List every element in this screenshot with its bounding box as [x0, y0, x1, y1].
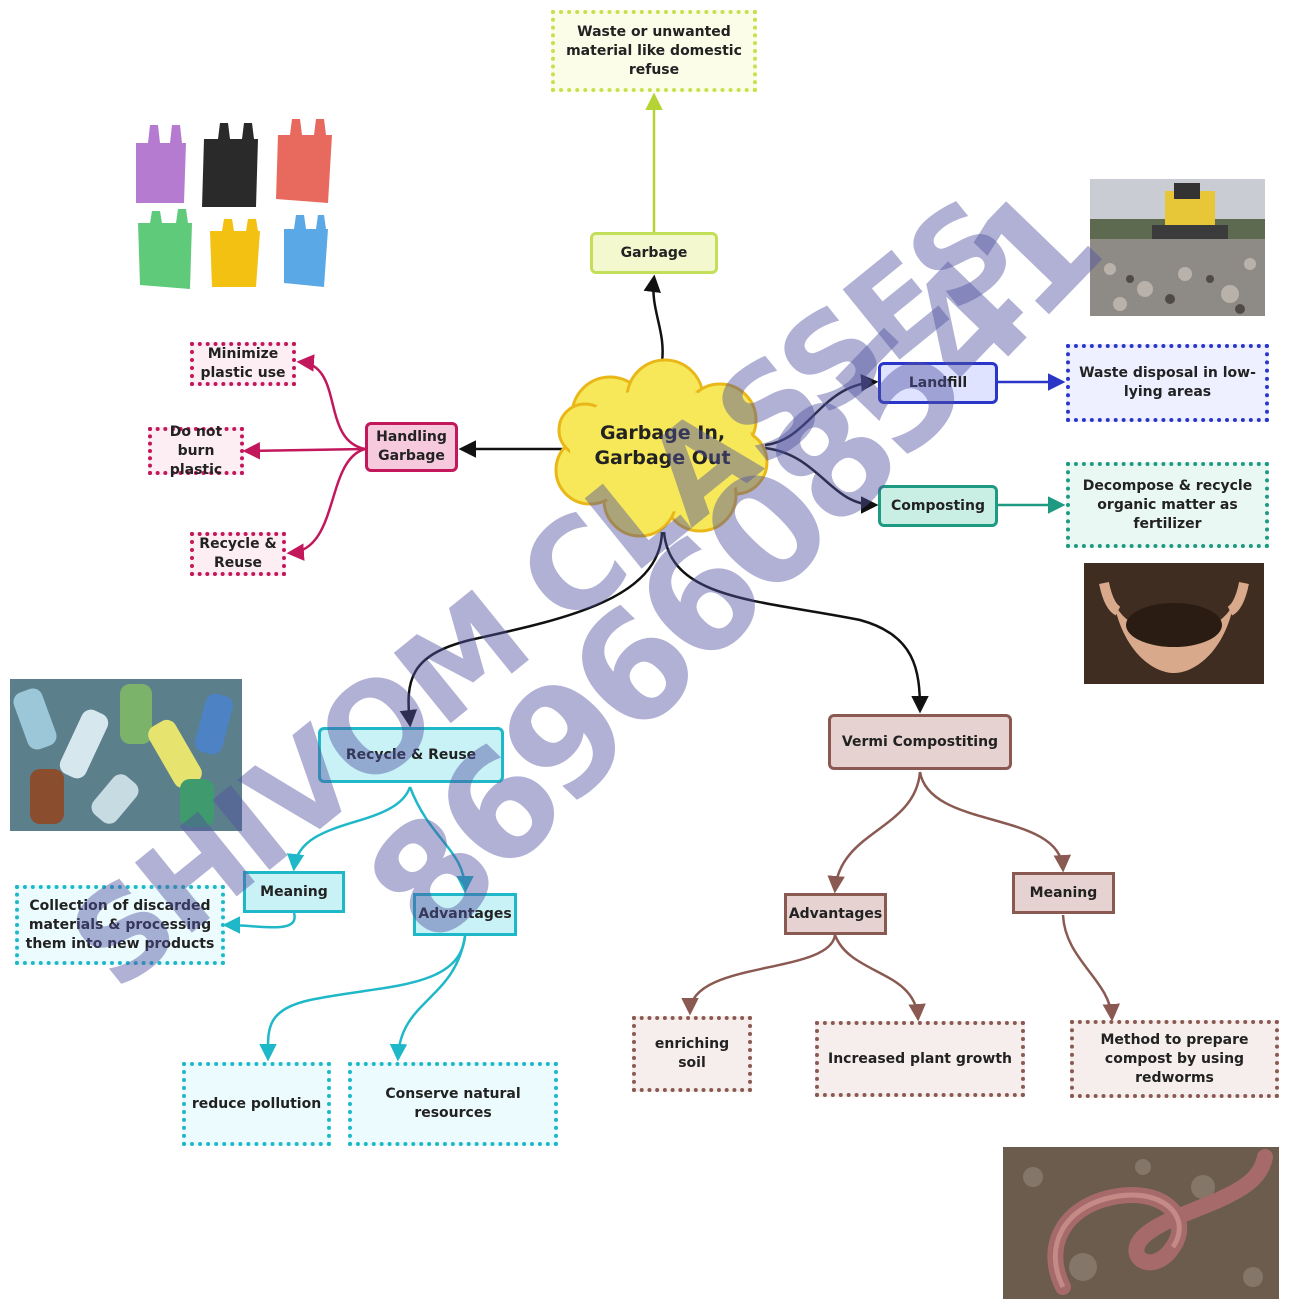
composting-node: Composting [878, 485, 998, 527]
garbage-node: Garbage [590, 232, 718, 274]
recycle-reuse-label: Recycle & Reuse [345, 746, 477, 763]
center-topic-label: Garbage In, Garbage Out [594, 422, 731, 469]
plastic-bottles-image [10, 679, 242, 831]
recycle-advantage-text: Conserve natural resources [385, 1086, 521, 1121]
recycle-advantage-text: reduce pollution [191, 1095, 322, 1112]
handling-item-text: Do not burn plastic [169, 423, 223, 478]
vermi-advantage-plant-growth: Increased plant growth [815, 1021, 1025, 1097]
landfill-image [1090, 179, 1265, 316]
vermi-meaning-node: Meaning [1012, 872, 1115, 914]
recycle-meaning-text-box: Collection of discarded materials & proc… [15, 885, 225, 965]
vermi-meaning-text-box: Method to prepare compost by using redwo… [1070, 1020, 1279, 1098]
landfill-definition: Waste disposal in low-lying areas [1066, 344, 1269, 422]
vermi-advantages-label: Advantages [788, 905, 883, 922]
vermi-advantage-enriching-soil: enriching soil [632, 1016, 752, 1092]
composting-definition: Decompose & recycle organic matter as fe… [1066, 462, 1269, 548]
landfill-node: Landfill [878, 362, 998, 404]
handling-garbage-label: Handling Garbage [376, 429, 447, 464]
handling-item-minimize-plastic: Minimize plastic use [190, 342, 296, 386]
vermi-meaning-label: Meaning [1029, 884, 1098, 901]
handling-garbage-node: Handling Garbage [365, 422, 458, 472]
garbage-definition-text: Waste or unwanted material like domestic… [566, 23, 742, 78]
earthworm-image [1003, 1147, 1279, 1299]
vermi-advantage-text: enriching soil [654, 1036, 730, 1071]
vermi-composting-label: Vermi Compostiting [841, 733, 999, 750]
garbage-label: Garbage [620, 244, 688, 261]
vermi-composting-node: Vermi Compostiting [828, 714, 1012, 770]
composting-definition-text: Decompose & recycle organic matter as fe… [1082, 477, 1253, 532]
landfill-definition-text: Waste disposal in low-lying areas [1079, 365, 1256, 400]
composting-label: Composting [891, 497, 985, 514]
recycle-advantages-node: Advantages [413, 893, 517, 936]
recycle-advantage-conserve-resources: Conserve natural resources [348, 1062, 558, 1146]
recycle-advantages-label: Advantages [418, 906, 512, 922]
vermi-advantages-node: Advantages [784, 893, 887, 935]
recycle-meaning-node: Meaning [243, 871, 345, 913]
recycle-reuse-node: Recycle & Reuse [318, 727, 504, 783]
vermi-advantage-text: Increased plant growth [828, 1050, 1012, 1067]
plastic-bags-image [136, 119, 332, 289]
handling-item-text: Recycle & Reuse [199, 536, 277, 571]
handling-item-text: Minimize plastic use [200, 346, 286, 381]
recycle-meaning-label: Meaning [260, 883, 328, 900]
handling-item-do-not-burn: Do not burn plastic [148, 424, 244, 478]
center-topic: Garbage In, Garbage Out [580, 415, 745, 477]
vermi-meaning-text: Method to prepare compost by using redwo… [1100, 1031, 1249, 1086]
recycle-advantage-reduce-pollution: reduce pollution [182, 1062, 331, 1146]
landfill-label: Landfill [908, 374, 968, 391]
garbage-definition: Waste or unwanted material like domestic… [551, 10, 757, 92]
recycle-meaning-text: Collection of discarded materials & proc… [25, 897, 215, 952]
handling-item-recycle-reuse: Recycle & Reuse [190, 532, 286, 576]
compost-hands-image [1084, 563, 1264, 684]
